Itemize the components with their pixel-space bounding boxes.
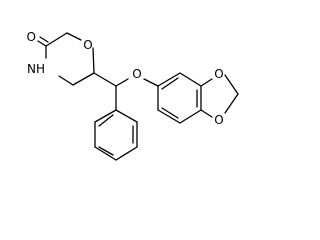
bond [143,78,159,87]
bond [115,78,129,87]
dioxole-ring [200,74,239,118]
morpholinone-ring [37,32,95,86]
bond [161,107,179,119]
bond [157,109,181,124]
bond [224,93,239,114]
carbonyl-oxygen-label: O [27,30,36,44]
structure-canvas: O NH O O O O [27,30,239,161]
bond [94,109,117,123]
bond [37,40,47,47]
bond [200,109,213,118]
bond [72,72,95,86]
bond [157,72,181,87]
bond [98,146,114,156]
bond [93,72,117,87]
bond [200,78,213,87]
dioxole-oxygen-bottom-label: O [214,113,223,127]
bond [94,146,117,161]
ring-nitrogen-label: NH [27,62,45,76]
bond [98,114,114,127]
ring-oxygen-label: O [83,38,92,52]
phenyl-ring [94,109,138,161]
bond [66,32,82,41]
benzodioxole-ring [157,72,202,124]
bond [39,36,49,43]
ether-oxygen-label: O [132,67,141,81]
bond [45,32,68,47]
molecule-structure: O NH O O O O [27,30,239,161]
bond [179,109,202,124]
bond [161,77,179,90]
linker [93,72,159,111]
dioxole-oxygen-top-label: O [214,67,223,81]
bond [115,109,138,123]
bond [224,74,239,95]
bond [115,146,138,161]
bond [179,72,202,87]
bond [92,47,95,74]
bond [58,75,74,86]
